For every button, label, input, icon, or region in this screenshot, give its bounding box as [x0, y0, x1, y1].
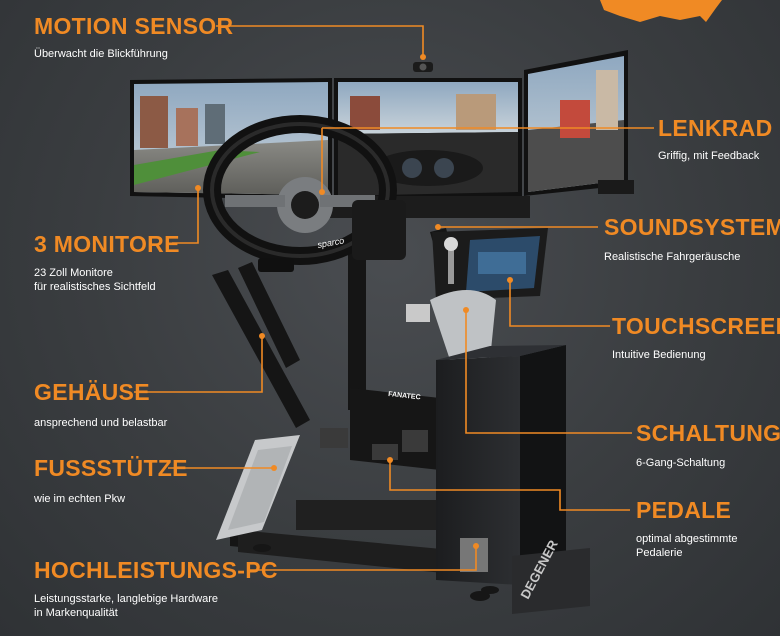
feature-desc: Leistungsstarke, langlebige Hardware [34, 593, 219, 605]
monitor-right [524, 50, 628, 196]
wheel-brand-text: sparco [317, 235, 345, 250]
feature-title: HOCHLEISTUNGS-PC [34, 557, 278, 583]
feature-desc: Realistische Fahrgeräusche [604, 251, 741, 263]
touchscreen-console [432, 228, 548, 300]
gear-shifter [406, 237, 496, 365]
feature-desc: Intuitive Bedienung [612, 349, 706, 361]
feature-fussstuetze: FUSSSTÜTZE wie im echten Pkw [34, 456, 188, 506]
feature-desc: Pedalerie [636, 547, 683, 559]
feature-hochleistungs-pc: HOCHLEISTUNGS-PC Leistungsstarke, langle… [34, 558, 278, 620]
feature-title: MOTION SENSOR [34, 13, 234, 39]
monitor-center [334, 78, 522, 200]
corner-badge [600, 0, 722, 22]
feature-desc: 6-Gang-Schaltung [636, 457, 726, 469]
feature-title: SOUNDSYSTEM [604, 214, 780, 240]
feature-pedale: PEDALE optimal abgestimmte Pedalerie [636, 498, 738, 560]
footrest-plate [216, 435, 300, 540]
feature-title: LENKRAD [658, 115, 773, 141]
steering-wheel [203, 115, 406, 272]
feature-lenkrad: LENKRAD Griffig, mit Feedback [658, 116, 773, 163]
feature-schaltung: SCHALTUNG 6-Gang-Schaltung [636, 421, 780, 470]
leader-lines [134, 25, 654, 571]
feature-desc: optimal abgestimmte [636, 533, 738, 545]
feature-desc: wie im echten Pkw [34, 493, 126, 505]
feature-desc: 23 Zoll Monitore [34, 267, 113, 279]
motion-sensor-camera [413, 62, 433, 72]
feature-title: TOUCHSCREEN [612, 313, 780, 339]
feature-title: 3 MONITORE [34, 231, 180, 257]
feature-title: GEHÄUSE [34, 379, 150, 405]
pedal-box [296, 388, 440, 530]
feature-title: FUSSSTÜTZE [34, 455, 188, 481]
feature-desc: Griffig, mit Feedback [658, 150, 760, 162]
pedal-brand-text: FANATEC [388, 391, 421, 401]
feature-desc: ansprechend und belastbar [34, 417, 168, 429]
feature-title: PEDALE [636, 497, 732, 523]
feature-gehaeuse: GEHÄUSE ansprechend und belastbar [34, 380, 167, 430]
feature-desc: in Markenqualität [34, 607, 118, 619]
feature-3-monitore: 3 MONITORE 23 Zoll Monitore für realisti… [34, 232, 180, 294]
feature-desc: für realistisches Sichtfeld [34, 281, 156, 293]
pc-tower [436, 345, 590, 614]
feature-touchscreen: TOUCHSCREEN Intuitive Bedienung [612, 314, 780, 362]
feature-desc: Überwacht die Blickführung [34, 48, 168, 60]
feature-soundsystem: SOUNDSYSTEM Realistische Fahrgeräusche [604, 215, 780, 264]
feature-motion-sensor: MOTION SENSOR Überwacht die Blickführung [34, 14, 233, 61]
feature-title: SCHALTUNG [636, 420, 780, 446]
